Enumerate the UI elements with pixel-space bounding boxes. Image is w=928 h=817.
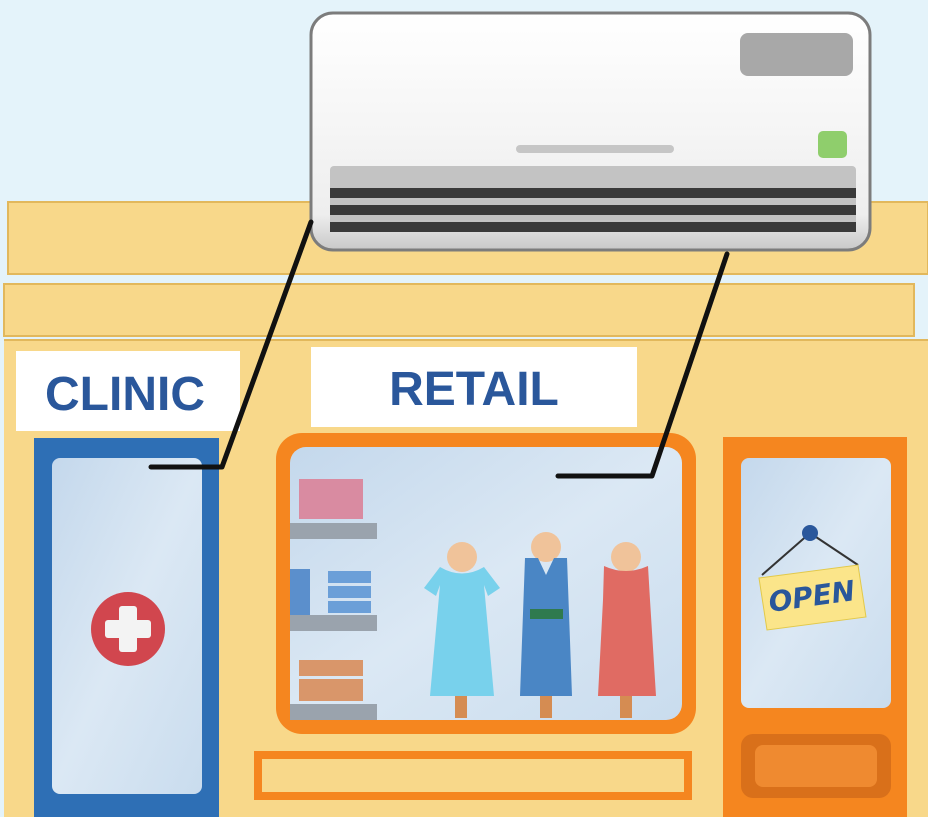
ac-vent-housing [330, 166, 856, 232]
building-cornice [3, 283, 915, 337]
shelf-bottom [290, 704, 377, 720]
window-planter [254, 751, 692, 800]
ac-display-panel [740, 33, 853, 76]
retail-sign-label: RETAIL [389, 363, 559, 416]
brown-box-2 [299, 679, 363, 701]
ac-vent-slat-1 [330, 188, 856, 198]
sign-hook-icon [802, 525, 818, 541]
retail-window [276, 433, 696, 734]
air-conditioner-unit [309, 11, 872, 252]
open-sign: OPEN [758, 525, 867, 631]
mannequin-navy-dress [520, 532, 572, 718]
clinic-door[interactable] [34, 438, 219, 817]
brown-box-1 [299, 660, 363, 676]
shelf-top [290, 523, 377, 539]
open-sign-card [758, 564, 867, 631]
blue-box-stack-2 [328, 586, 371, 598]
sign-string-left [761, 532, 811, 576]
retail-sign-board [311, 347, 637, 427]
retail-door[interactable]: OPEN [723, 437, 907, 817]
ac-vent-slat-2 [330, 205, 856, 215]
medical-cross-icon [91, 592, 165, 666]
pink-box [299, 479, 363, 519]
mannequin-red-dress [598, 542, 656, 718]
cable-to-clinic [148, 219, 314, 470]
blue-box-stack-1 [328, 571, 371, 583]
clinic-sign-label: CLINIC [45, 368, 205, 421]
cable-to-retail [555, 251, 730, 479]
mannequin-blue-dress [424, 542, 500, 718]
clinic-sign-board [16, 351, 240, 431]
shelf-middle [290, 615, 377, 631]
sign-string-right [809, 532, 859, 566]
blue-box-left [290, 569, 310, 615]
retail-door-kickplate-inner [755, 745, 877, 787]
ac-indicator-light [818, 131, 847, 158]
blue-box-stack-3 [328, 601, 371, 613]
ac-slot [516, 145, 674, 153]
display-shelves [290, 479, 377, 720]
ac-vent-slat-3 [330, 222, 856, 232]
